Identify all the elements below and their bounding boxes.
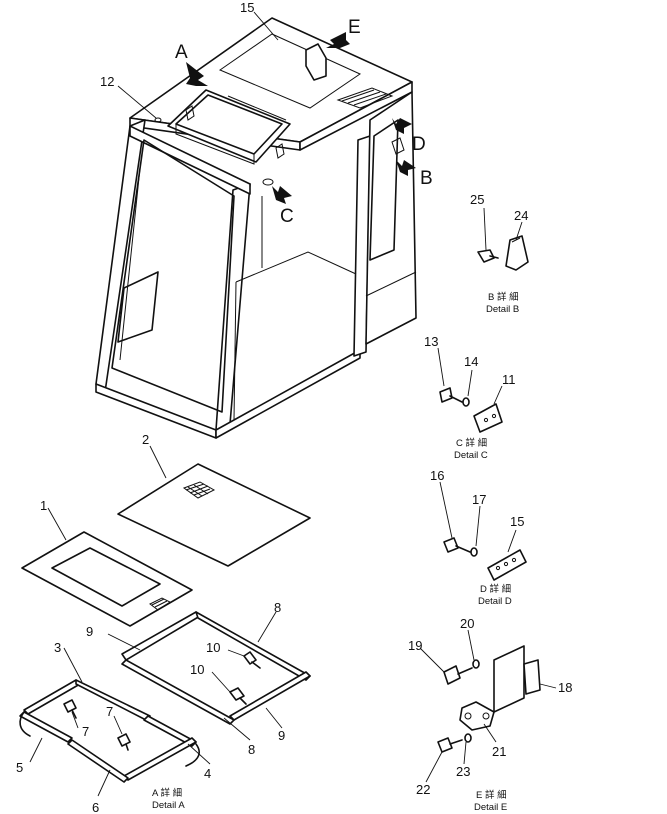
label-9-bottom: 9 <box>278 728 285 743</box>
label-en: Detail D <box>478 596 512 607</box>
view-arrow-d: D <box>392 118 426 155</box>
label-en: Detail B <box>486 304 519 315</box>
label-jp: B 詳 細 <box>488 291 519 303</box>
screw-10-a: 10 <box>206 640 261 669</box>
roof-mesh <box>336 87 394 109</box>
label-15-roof: 15 <box>240 0 254 15</box>
label-p10a: 10 <box>206 640 220 655</box>
label-p5: 5 <box>16 760 23 775</box>
label-12: 12 <box>100 74 114 89</box>
view-arrow-a: A <box>175 42 208 86</box>
detail-e: 19 20 18 21 22 23 E 詳 細 Detail E <box>408 616 572 813</box>
roof-hatch <box>167 89 291 165</box>
label-8-top: 8 <box>274 600 281 615</box>
detail-a-frame: 3 4 5 6 7 7 <box>16 640 211 814</box>
view-arrow-e: E <box>326 17 361 48</box>
panel-2: 2 <box>117 432 311 567</box>
label-c: C <box>280 206 294 227</box>
label-en: Detail E <box>474 802 507 813</box>
detail-c: 13 14 11 C 詳 細 Detail C <box>424 334 516 461</box>
label-p13: 13 <box>424 334 438 349</box>
label-p2: 2 <box>142 432 149 447</box>
label-jp: A 詳 細 <box>152 787 182 799</box>
label-jp: E 詳 細 <box>476 789 507 801</box>
mesh-patch <box>182 481 216 499</box>
screw-10-b: 10 <box>190 662 247 705</box>
label-9-top: 9 <box>86 624 93 639</box>
label-d: D <box>412 134 426 155</box>
label-b: B <box>420 168 433 189</box>
label-p11: 11 <box>502 372 516 387</box>
label-p18: 18 <box>558 680 572 695</box>
label-p23: 23 <box>456 764 470 779</box>
cab-assembly <box>95 17 417 439</box>
label-a: A <box>175 42 188 63</box>
label-p14: 14 <box>464 354 478 369</box>
label-p17: 17 <box>472 492 486 507</box>
label-en: Detail C <box>454 450 488 461</box>
label-e: E <box>348 17 361 38</box>
label-p3: 3 <box>54 640 61 655</box>
label-en: Detail A <box>152 800 185 811</box>
label-p4: 4 <box>204 766 211 781</box>
label-p25: 25 <box>470 192 484 207</box>
label-jp: C 詳 細 <box>456 437 487 449</box>
label-7-left: 7 <box>82 724 89 739</box>
detail-a-caption: A 詳 細 Detail A <box>152 787 185 811</box>
label-p10b: 10 <box>190 662 204 677</box>
detail-d: 16 17 15 D 詳 細 Detail D <box>430 468 527 607</box>
label-p24: 24 <box>514 208 528 223</box>
view-arrow-c: C <box>272 186 294 227</box>
detail-b: 25 24 B 詳 細 Detail B <box>470 192 529 315</box>
label-7-right: 7 <box>106 704 113 719</box>
label-8-bottom: 8 <box>248 742 255 757</box>
label-p21: 21 <box>492 744 506 759</box>
label-p16: 16 <box>430 468 444 483</box>
label-p6: 6 <box>92 800 99 814</box>
label-p19: 19 <box>408 638 422 653</box>
panel-1: 1 <box>21 498 193 627</box>
label-p20: 20 <box>460 616 474 631</box>
label-15-detail: 15 <box>510 514 524 529</box>
frame-8-9: 9 8 8 9 <box>86 600 311 757</box>
view-arrow-b: B <box>396 160 433 189</box>
label-p1: 1 <box>40 498 47 513</box>
label-p22: 22 <box>416 782 430 797</box>
label-jp: D 詳 細 <box>480 583 511 595</box>
